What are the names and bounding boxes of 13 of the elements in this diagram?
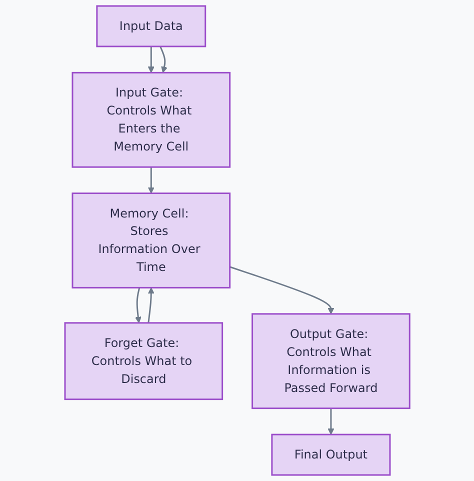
arrow bbox=[148, 46, 154, 73]
arrow bbox=[229, 266, 334, 314]
node-box: Forget Gate: Controls What to Discard bbox=[64, 322, 223, 400]
arrow bbox=[134, 288, 142, 324]
node-box: Input Gate: Controls What Enters the Memory Cell bbox=[71, 72, 230, 168]
arrow bbox=[147, 287, 154, 323]
node-box: Output Gate: Controls What Information is Passed Forward bbox=[251, 313, 410, 410]
arrow bbox=[159, 46, 168, 73]
arrow bbox=[327, 408, 334, 435]
node-box: Input Data bbox=[96, 5, 206, 48]
node-box: Final Output bbox=[270, 434, 390, 476]
node-box: Memory Cell: Stores Information Over Time bbox=[71, 192, 230, 288]
arrow bbox=[148, 167, 154, 194]
